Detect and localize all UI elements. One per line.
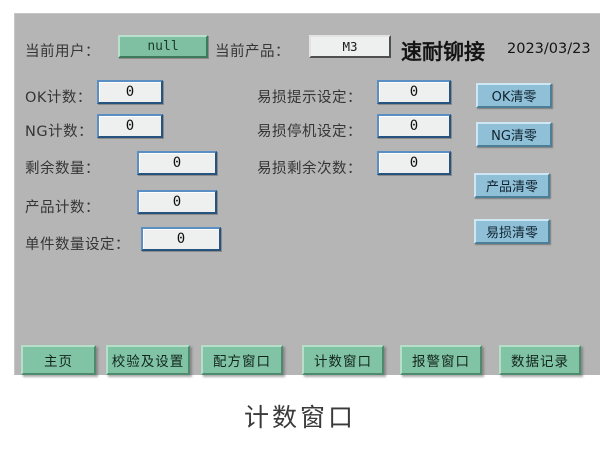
nav-calibration-settings-button[interactable]: 校验及设置	[106, 345, 190, 375]
wear-remaining-count-value[interactable]: 0	[377, 151, 451, 175]
wear-stop-setting-value[interactable]: 0	[377, 114, 451, 138]
hmi-panel: 当前用户： null 当前产品： M3 速耐铆接 2023/03/23 OK计数…	[14, 13, 600, 375]
remaining-qty-label: 剩余数量：	[25, 161, 100, 177]
wear-clear-button[interactable]: 易损清零	[474, 219, 550, 244]
nav-alarm-window-button[interactable]: 报警窗口	[400, 345, 482, 375]
unit-qty-setting-value[interactable]: 0	[141, 227, 221, 251]
product-count-value[interactable]: 0	[137, 190, 217, 214]
ng-clear-button[interactable]: NG清零	[476, 122, 552, 147]
wear-alert-setting-label: 易损提示设定：	[257, 90, 362, 106]
wear-remaining-count-label: 易损剩余次数：	[257, 161, 362, 177]
nav-recipe-window-button[interactable]: 配方窗口	[201, 345, 283, 375]
current-user-value[interactable]: null	[118, 35, 208, 58]
remaining-qty-value[interactable]: 0	[137, 151, 217, 175]
ng-count-value[interactable]: 0	[97, 114, 163, 138]
current-product-value[interactable]: M3	[309, 35, 391, 58]
product-clear-button[interactable]: 产品清零	[474, 173, 550, 198]
current-product-label: 当前产品：	[215, 44, 290, 60]
wear-alert-setting-value[interactable]: 0	[377, 80, 451, 104]
screen-caption: 计数窗口	[243, 403, 356, 432]
current-date: 2023/03/23	[507, 41, 591, 57]
ng-count-label: NG计数：	[25, 124, 94, 140]
nav-count-window-button[interactable]: 计数窗口	[302, 345, 384, 375]
nav-home-button[interactable]: 主页	[21, 345, 96, 375]
ok-count-value[interactable]: 0	[97, 80, 163, 104]
nav-data-record-button[interactable]: 数据记录	[499, 345, 581, 375]
wear-stop-setting-label: 易损停机设定：	[257, 124, 362, 140]
page-title: 速耐铆接	[401, 40, 485, 64]
product-count-label: 产品计数：	[25, 200, 100, 216]
current-user-label: 当前用户：	[25, 44, 100, 60]
ok-count-label: OK计数：	[25, 90, 92, 106]
unit-qty-setting-label: 单件数量设定：	[25, 237, 130, 253]
ok-clear-button[interactable]: OK清零	[476, 83, 552, 108]
